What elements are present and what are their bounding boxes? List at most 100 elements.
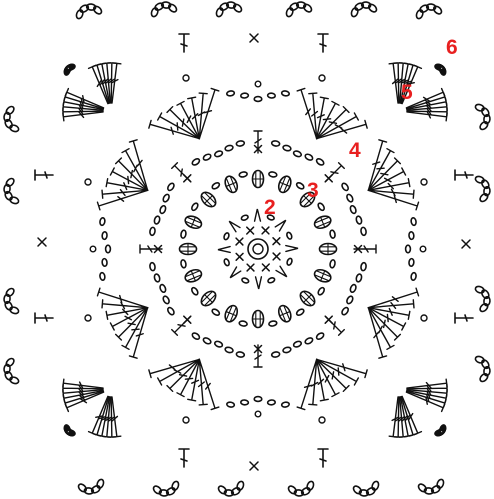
chain-oval-icon <box>479 372 490 383</box>
chain-oval-icon <box>355 273 362 282</box>
chain-oval-icon <box>202 153 211 161</box>
chain-oval-icon <box>149 227 155 236</box>
chain-oval-icon <box>267 93 275 98</box>
chain-oval-icon <box>239 171 248 177</box>
treble-stitch-icon <box>179 449 189 467</box>
chain-oval-icon <box>282 145 291 152</box>
round-label-6: 6 <box>446 36 458 59</box>
treble-stitch-icon <box>111 63 120 103</box>
chain-oval-icon <box>286 232 293 240</box>
treble-stitch-icon <box>407 111 447 120</box>
bobble-icon <box>183 214 203 231</box>
treble-stitch-icon <box>179 34 189 52</box>
chain-oval-icon <box>5 177 16 188</box>
treble-stitch-icon <box>254 131 262 153</box>
chain-oval-icon <box>191 287 199 296</box>
chain-oval-icon <box>268 320 277 326</box>
chain-oval-icon <box>417 483 428 494</box>
chain-oval-icon <box>406 245 411 253</box>
slip-dot-icon <box>90 246 96 252</box>
chain-oval-icon <box>286 258 293 266</box>
slip-dot-icon <box>421 315 427 321</box>
bobble-icon <box>183 267 203 284</box>
treble-stitch-icon <box>63 379 103 388</box>
chain-oval-icon <box>241 277 249 284</box>
chain-oval-icon <box>281 90 289 96</box>
sc-x-icon <box>236 238 243 245</box>
chain-oval-icon <box>99 217 105 225</box>
chain-oval-icon <box>317 287 325 296</box>
chain-oval-icon <box>225 145 234 152</box>
chain-oval-icon <box>159 284 167 293</box>
bobble-icon <box>223 174 240 194</box>
chain-oval-icon <box>191 332 200 341</box>
chain-oval-icon <box>232 3 243 14</box>
v-stitch-icon <box>218 247 230 253</box>
chain-oval-icon <box>355 216 362 225</box>
chain-oval-icon <box>241 93 249 98</box>
slip-dot-icon <box>85 179 91 185</box>
chain-oval-icon <box>479 120 490 131</box>
chain-oval-icon <box>317 202 325 211</box>
bobble-icon <box>276 174 293 194</box>
chain-oval-icon <box>211 308 220 316</box>
chain-oval-icon <box>226 402 234 408</box>
treble-stitch-icon <box>326 163 344 181</box>
chain-oval-icon <box>154 273 161 282</box>
chain-oval-icon <box>162 193 170 202</box>
slip-dot-icon <box>255 411 261 417</box>
bobble-icon <box>313 267 333 284</box>
sc-x-icon <box>262 264 269 271</box>
chain-oval-icon <box>77 483 88 494</box>
chain-oval-icon <box>349 284 357 293</box>
slip-dot-icon <box>319 75 325 81</box>
slip-dot-icon <box>183 75 189 81</box>
chain-oval-icon <box>367 3 378 14</box>
chain-oval-icon <box>271 351 280 357</box>
chain-oval-icon <box>106 245 111 253</box>
chain-oval-icon <box>315 332 324 341</box>
slip-dot-icon <box>85 315 91 321</box>
bobble-icon <box>276 304 293 324</box>
treble-stitch-icon <box>318 34 328 52</box>
treble-stitch-icon <box>199 359 208 405</box>
treble-stitch-icon <box>368 300 414 309</box>
chain-oval-icon <box>296 182 305 190</box>
chain-oval-icon <box>267 400 275 405</box>
chain-oval-icon <box>479 192 490 203</box>
round-label-4: 4 <box>349 139 361 162</box>
chain-oval-icon <box>254 97 262 102</box>
slip-dot-icon <box>183 417 189 423</box>
slip-dot-icon <box>421 179 427 185</box>
chain-oval-icon <box>241 214 249 221</box>
chain-oval-icon <box>293 150 302 158</box>
treble-stitch-icon <box>389 397 398 437</box>
chain-oval-icon <box>341 306 350 315</box>
chain-oval-icon <box>411 272 417 280</box>
chain-oval-icon <box>360 227 366 236</box>
chain-oval-icon <box>304 153 313 161</box>
chain-oval-icon <box>236 351 245 357</box>
bobble-icon <box>298 289 318 309</box>
chain-oval-icon <box>180 259 186 268</box>
chain-oval-icon <box>159 205 167 214</box>
bobble-icon <box>180 244 197 255</box>
chain-oval-icon <box>360 262 366 271</box>
chain-oval-icon <box>225 346 234 353</box>
chain-oval-icon <box>167 3 178 14</box>
bobble-icon <box>199 289 219 309</box>
treble-stitch-icon <box>455 170 473 180</box>
chain-oval-icon <box>479 302 490 313</box>
treble-stitch-icon <box>198 93 207 139</box>
chain-oval-icon <box>5 287 16 298</box>
treble-stitch-icon <box>318 449 328 467</box>
chain-oval-icon <box>349 205 357 214</box>
chain-oval-icon <box>271 140 280 146</box>
chain-oval-icon <box>268 171 277 177</box>
treble-stitch-icon <box>102 300 148 309</box>
bobble-icon <box>223 304 240 324</box>
treble-stitch-icon <box>309 359 318 405</box>
chain-oval-icon <box>162 295 170 304</box>
magic-ring-icon <box>248 239 268 259</box>
